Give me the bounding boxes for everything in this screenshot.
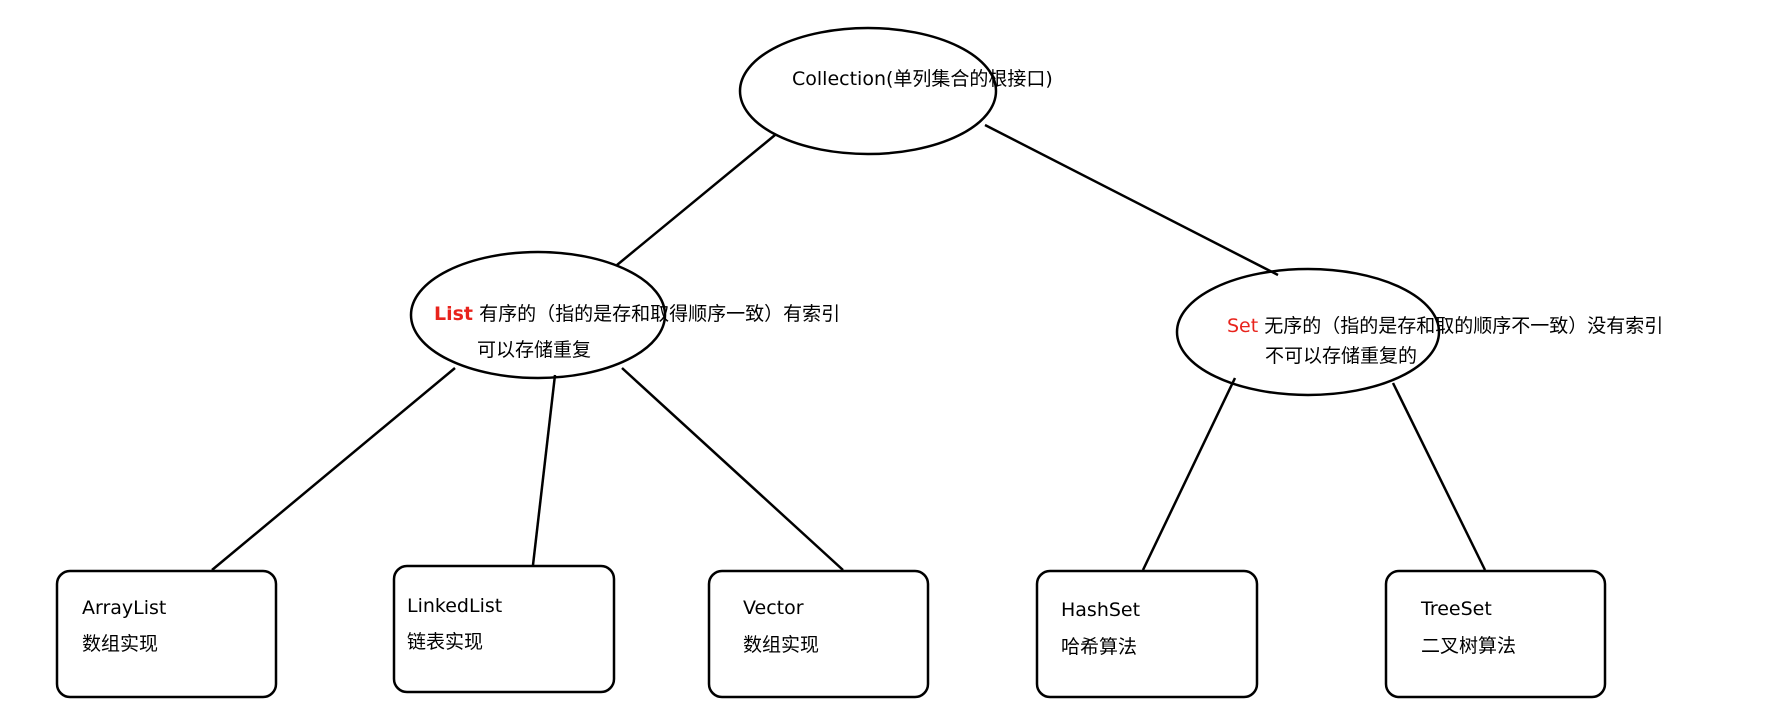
- node-list: [409, 250, 667, 380]
- treeset-name: TreeSet: [1421, 598, 1492, 620]
- node-linkedlist: [392, 564, 616, 694]
- edge-set-treeset: [1391, 382, 1487, 571]
- collection-label: Collection(单列集合的根接口): [792, 68, 1053, 90]
- node-set: [1175, 267, 1441, 397]
- edge-list-arraylist: [211, 367, 456, 571]
- set-line1: Set 无序的（指的是存和取的顺序不一致）没有索引: [1227, 314, 1663, 338]
- set-tag: Set: [1227, 315, 1259, 337]
- treeset-desc: 二叉树算法: [1421, 635, 1517, 657]
- node-treeset: [1384, 569, 1607, 699]
- hashset-name: HashSet: [1061, 599, 1141, 621]
- edge-list-linkedlist: [531, 374, 557, 566]
- list-description: 有序的（指的是存和取得顺序一致）有索引: [479, 303, 841, 325]
- list-line1: List 有序的（指的是存和取得顺序一致）有索引: [434, 302, 840, 326]
- arraylist-desc: 数组实现: [82, 633, 159, 655]
- linkedlist-name: LinkedList: [407, 595, 503, 617]
- linkedlist-desc: 链表实现: [407, 631, 484, 653]
- list-line2: 可以存储重复: [477, 339, 592, 361]
- edge-list-vector: [621, 367, 844, 571]
- edge-set-hashset: [1141, 377, 1237, 571]
- node-vector: [707, 569, 930, 699]
- set-description: 无序的（指的是存和取的顺序不一致）没有索引: [1264, 315, 1664, 337]
- node-arraylist: [55, 569, 278, 699]
- node-hashset: [1035, 569, 1259, 699]
- edge-root-list: [616, 134, 776, 266]
- vector-name: Vector: [743, 597, 804, 619]
- hashset-desc: 哈希算法: [1061, 636, 1138, 658]
- set-line2: 不可以存储重复的: [1265, 345, 1418, 367]
- list-tag: List: [434, 303, 474, 325]
- edge-root-set: [984, 123, 1279, 277]
- node-collection: [738, 26, 998, 156]
- arraylist-name: ArrayList: [82, 597, 167, 619]
- vector-desc: 数组实现: [743, 634, 820, 656]
